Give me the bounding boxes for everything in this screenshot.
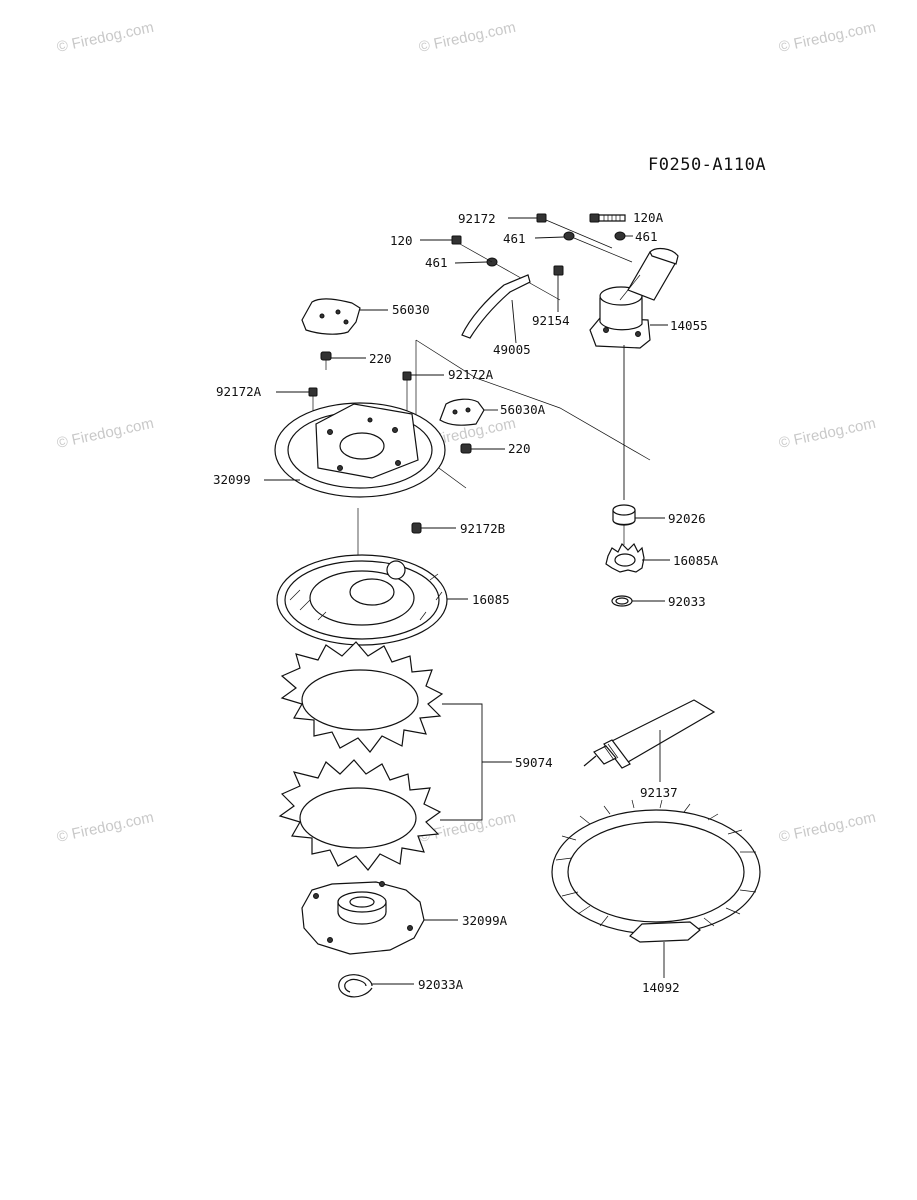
- watermark: © Firedog.com: [777, 415, 877, 452]
- plate-56030: [301, 298, 388, 335]
- ring-14092: [551, 799, 761, 978]
- washer-461-b: [614, 231, 633, 241]
- bolt-92172B: [411, 522, 456, 534]
- watermarks: © Firedog.com © Firedog.com © Firedog.co…: [55, 19, 877, 846]
- screw-220-a: [320, 351, 366, 370]
- spacer-92026: [612, 504, 665, 545]
- part-label-92033A: 92033A: [418, 977, 464, 992]
- bolt-120A: [589, 213, 626, 223]
- clip-92033A: [338, 974, 414, 998]
- plate-32099: [264, 402, 446, 498]
- plate-32099A: [301, 881, 458, 955]
- part-label-120A: 120A: [633, 210, 664, 225]
- part-label-14055: 14055: [670, 318, 708, 333]
- watermark: © Firedog.com: [55, 415, 155, 452]
- part-label-56030: 56030: [392, 302, 430, 317]
- housing-14055: [589, 247, 679, 500]
- part-label-220-b: 220: [508, 441, 531, 456]
- watermark: © Firedog.com: [777, 809, 877, 846]
- part-label-92137: 92137: [640, 785, 678, 800]
- watermark: © Firedog.com: [55, 809, 155, 846]
- part-label-92172: 92172: [458, 211, 496, 226]
- part-label-92154: 92154: [532, 313, 570, 328]
- part-label-16085: 16085: [472, 592, 510, 607]
- screw-92172A-right: [402, 371, 444, 420]
- part-label-461-a: 461: [503, 231, 526, 246]
- part-label-92033: 92033: [668, 594, 706, 609]
- part-label-461-c: 461: [425, 255, 448, 270]
- bolt-92172: [508, 213, 547, 223]
- ring-92033: [611, 595, 665, 607]
- part-label-59074: 59074: [515, 755, 553, 770]
- part-label-461-b: 461: [635, 229, 658, 244]
- part-label-120: 120: [390, 233, 413, 248]
- part-label-92172B: 92172B: [460, 521, 505, 536]
- screw-220-b: [460, 443, 505, 454]
- part-label-92172A-left: 92172A: [216, 384, 262, 399]
- diagram-code: F0250-A110A: [648, 155, 766, 175]
- part-label-92026: 92026: [668, 511, 706, 526]
- grease-tube-92137: [583, 699, 716, 782]
- washer-461-a: [534, 231, 575, 241]
- plate-56030A: [439, 398, 498, 426]
- part-label-49005: 49005: [493, 342, 531, 357]
- part-labels: 92172 120A 120 461 461 461 56030 92154 1…: [213, 210, 719, 995]
- spring-plate-59074-lower: [278, 759, 442, 871]
- part-label-16085A: 16085A: [673, 553, 719, 568]
- part-label-92172A-right: 92172A: [448, 367, 494, 382]
- part-label-32099A: 32099A: [462, 913, 508, 928]
- gear-16085: [276, 554, 468, 646]
- part-label-14092: 14092: [642, 980, 680, 995]
- washer-461-c: [454, 257, 498, 267]
- watermark: © Firedog.com: [777, 19, 877, 56]
- watermark: © Firedog.com: [417, 19, 517, 56]
- spring-plate-59074-upper: [280, 641, 444, 753]
- part-label-32099: 32099: [213, 472, 251, 487]
- part-label-220-a: 220: [369, 351, 392, 366]
- leader-59074: [440, 703, 512, 821]
- gear-16085A: [605, 542, 670, 573]
- bolt-120: [420, 235, 462, 245]
- bolt-92154: [553, 265, 564, 312]
- watermark: © Firedog.com: [55, 19, 155, 56]
- part-label-56030A: 56030A: [500, 402, 546, 417]
- bracket-49005: [461, 274, 531, 344]
